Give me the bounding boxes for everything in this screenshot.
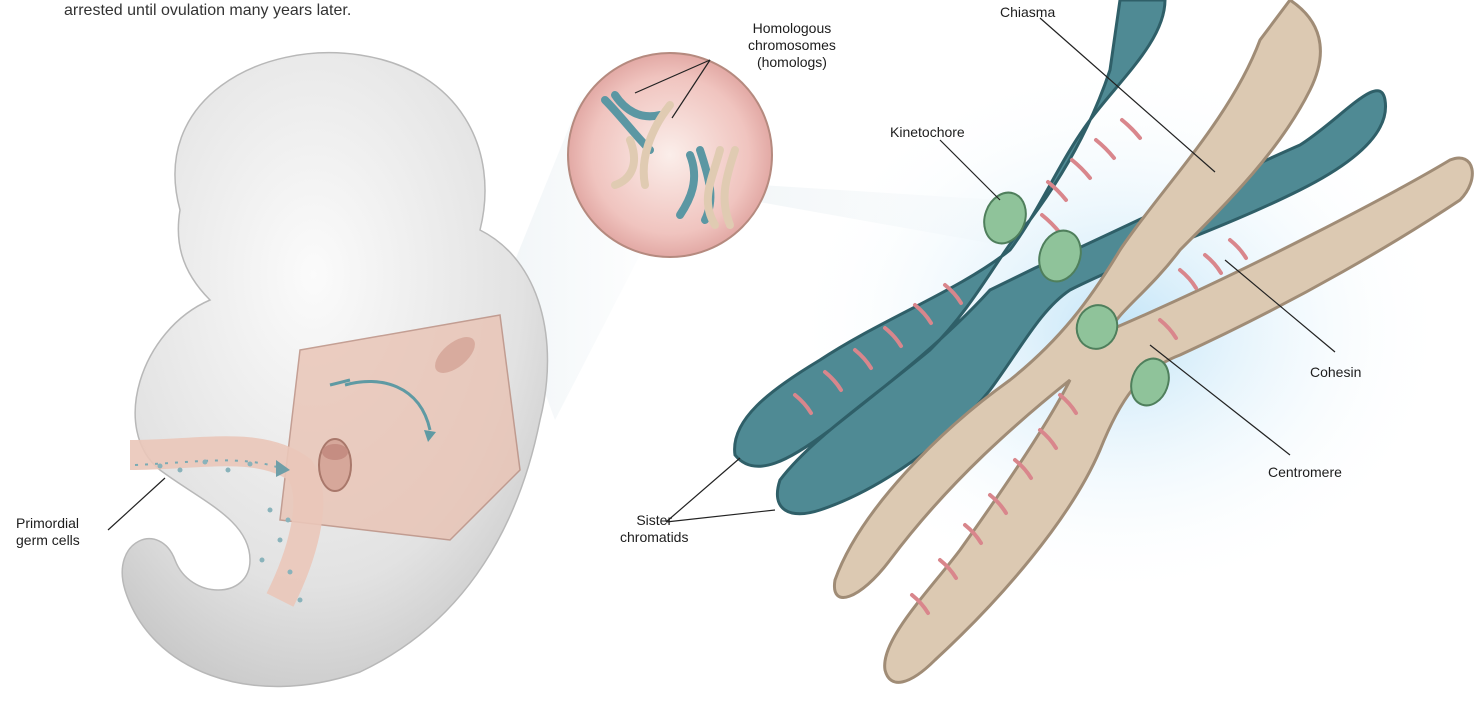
caption-text: arrested until ovulation many years late… (64, 2, 351, 20)
embryo (122, 53, 547, 687)
label-kinetochore: Kinetochore (890, 124, 965, 141)
homologs-inset (568, 53, 772, 257)
label-sister-chromatids: Sister chromatids (620, 512, 688, 546)
label-chiasma: Chiasma (1000, 4, 1055, 21)
label-cohesin: Cohesin (1310, 364, 1361, 381)
label-primordial-germ-cells: Primordial germ cells (16, 515, 80, 549)
label-homologs: Homologous chromosomes (homologs) (748, 20, 836, 71)
label-centromere: Centromere (1268, 464, 1342, 481)
